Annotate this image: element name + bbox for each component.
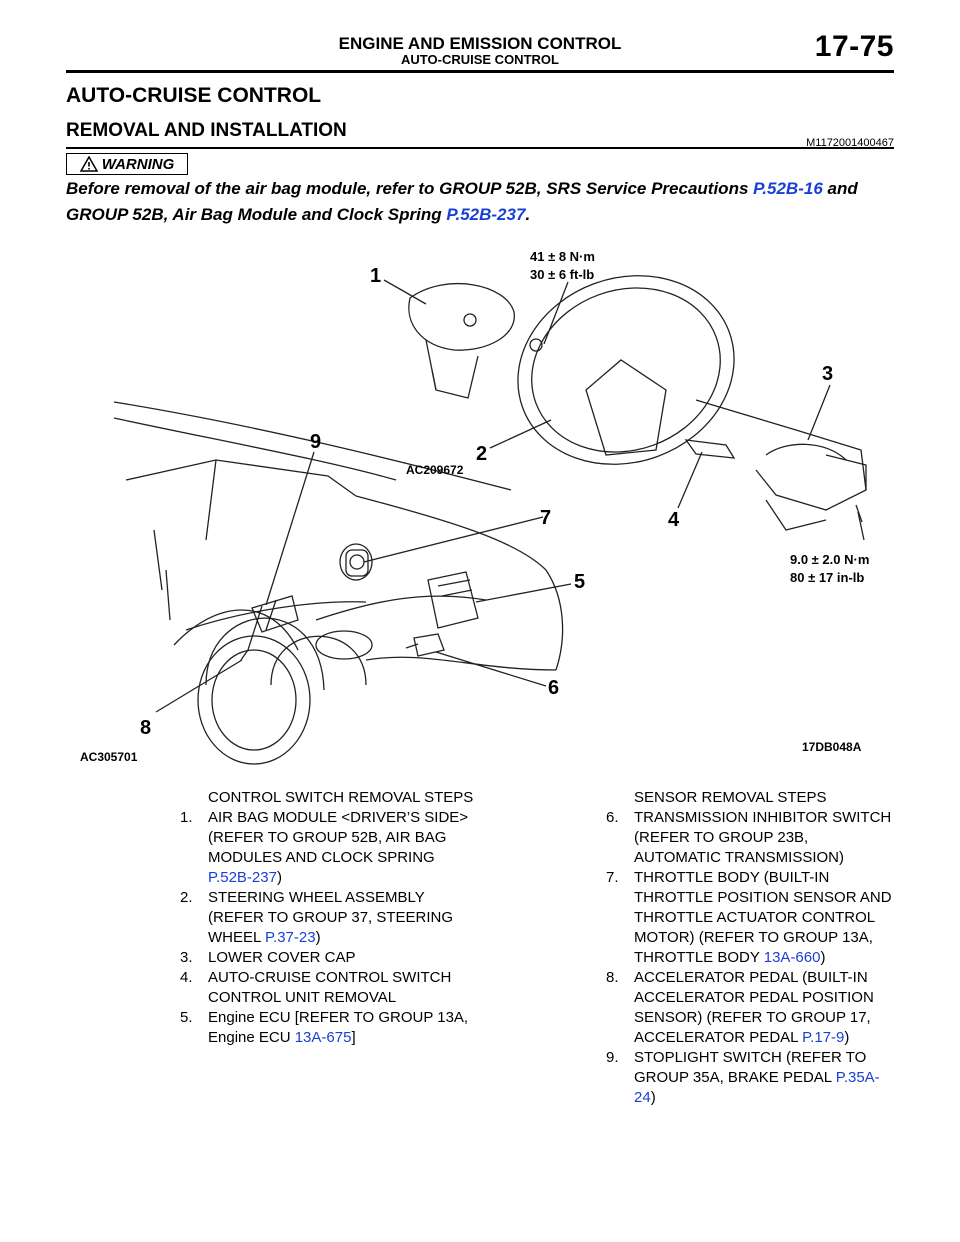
- list-item-link[interactable]: P.52B-237: [208, 869, 277, 886]
- list-item-number: 9.: [606, 1049, 619, 1066]
- list-item-link[interactable]: 13A-660: [763, 949, 821, 966]
- list-item: 4. AUTO-CRUISE CONTROL SWITCH: [180, 968, 480, 988]
- section-subtitle: REMOVAL AND INSTALLATION: [66, 120, 347, 141]
- reference-code-outer: AC305701: [80, 750, 138, 764]
- group-title-sensor: SENSOR REMOVAL STEPS: [634, 789, 827, 806]
- list-item-label: STOPLIGHT SWITCH (REFER TO GROUP 35A, BR…: [634, 1049, 867, 1086]
- list-item-link[interactable]: 13A-675: [294, 1029, 352, 1046]
- list-item-label: STEERING WHEEL ASSEMBLY (REFER TO GROUP …: [208, 889, 454, 946]
- list-item: 9. STOPLIGHT SWITCH (REFER TO GROUP 35A,…: [606, 1048, 896, 1108]
- list-item-link[interactable]: P.17-9: [802, 1029, 845, 1046]
- throttle-body: [339, 543, 373, 581]
- group-title-control-switch: CONTROL SWITCH REMOVAL STEPS: [208, 789, 474, 806]
- list-item-number: 3.: [180, 949, 193, 966]
- pedal-assembly: [240, 595, 299, 661]
- callout-number: 2: [476, 443, 487, 465]
- header-sub-title: AUTO-CRUISE CONTROL: [401, 52, 559, 67]
- engine-ecu: [427, 571, 479, 629]
- callout-number: 1: [370, 265, 381, 287]
- callout-number: 9: [310, 431, 321, 453]
- reference-code-inner: AC209672: [406, 463, 464, 477]
- warning-text: Before removal of the air bag module, re…: [66, 176, 886, 228]
- list-item-tail: ): [844, 1029, 850, 1046]
- list-item: 6. TRANSMISSION INHIBITOR SWITCH (REFER …: [606, 808, 896, 868]
- vehicle-outline: [113, 401, 564, 765]
- removal-steps-right: SENSOR REMOVAL STEPS 6. TRANSMISSION INH…: [606, 788, 896, 1108]
- list-item-tail: ): [315, 929, 321, 946]
- list-item-text: STOPLIGHT SWITCH (REFER TO GROUP 35A, BR…: [634, 1048, 896, 1108]
- list-item-number: 8.: [606, 969, 619, 986]
- header-main-title: ENGINE AND EMISSION CONTROL: [338, 34, 622, 53]
- list-item-number: 7.: [606, 869, 619, 886]
- figure-code: 17DB048A: [802, 740, 862, 754]
- list-item-label: AUTO-CRUISE CONTROL SWITCH: [208, 969, 452, 986]
- air-bag-module: [408, 283, 515, 399]
- warning-badge: WARNING: [66, 153, 188, 175]
- list-item-tail: ]: [351, 1029, 356, 1046]
- list-item: 3. LOWER COVER CAP: [180, 948, 480, 968]
- list-item: 7. THROTTLE BODY (BUILT-IN THROTTLE POSI…: [606, 868, 896, 968]
- list-item-label: LOWER COVER CAP: [208, 949, 356, 966]
- list-item-label: Engine ECU [REFER TO GROUP 13A, Engine E…: [208, 1009, 469, 1046]
- warning-link-airbag-module[interactable]: P.52B-237: [446, 205, 526, 224]
- removal-steps-left: CONTROL SWITCH REMOVAL STEPS 1. AIR BAG …: [180, 788, 480, 1048]
- page-number: 17-75: [814, 30, 894, 63]
- warning-link-srs-precautions[interactable]: P.52B-16: [753, 179, 823, 198]
- list-item: 1. AIR BAG MODULE <DRIVER’S SIDE> (REFER…: [180, 808, 480, 888]
- list-item: 8. ACCELERATOR PEDAL (BUILT-IN ACCELERAT…: [606, 968, 896, 1048]
- torque-bottom-line2: 80 ± 17 in-lb: [790, 570, 864, 585]
- steering-column-assembly: [684, 399, 867, 531]
- inhibitor-switch: [405, 633, 445, 657]
- torque-top-line1: 41 ± 8 N·m: [530, 249, 595, 264]
- list-item-number: 1.: [180, 809, 193, 826]
- callout-number: 7: [540, 507, 551, 529]
- list-item: 2. STEERING WHEEL ASSEMBLY (REFER TO GRO…: [180, 888, 480, 948]
- list-item-number: 6.: [606, 809, 619, 826]
- section-title: AUTO-CRUISE CONTROL: [66, 84, 322, 107]
- list-item-link[interactable]: P.37-23: [264, 929, 316, 946]
- warning-text-part: Before removal of the air bag module, re…: [66, 179, 754, 198]
- list-item-label: THROTTLE BODY (BUILT-IN THROTTLE POSITIO…: [634, 869, 892, 966]
- list-item-label: AIR BAG MODULE <DRIVER’S SIDE> (REFER TO…: [208, 809, 469, 866]
- document-id: M1172001400467: [806, 137, 894, 149]
- callout-number: 5: [574, 571, 585, 593]
- warning-label: WARNING: [101, 155, 175, 173]
- callout-number: 4: [668, 509, 680, 531]
- list-item: 5. Engine ECU [REFER TO GROUP 13A, Engin…: [180, 1008, 480, 1048]
- list-item-link[interactable]: P.35A-24: [634, 1069, 880, 1106]
- list-item-text: Engine ECU [REFER TO GROUP 13A, Engine E…: [208, 1008, 480, 1048]
- warning-triangle-icon: [79, 156, 98, 172]
- list-item-text: ACCELERATOR PEDAL (BUILT-IN ACCELERATOR …: [634, 968, 896, 1048]
- list-item-tail: ): [820, 949, 826, 966]
- list-item-number: 5.: [180, 1009, 193, 1026]
- torque-bottom-line1: 9.0 ± 2.0 N·m: [790, 552, 869, 567]
- callout-number: 8: [140, 717, 151, 739]
- callout-number: 6: [548, 677, 559, 699]
- list-item-text: THROTTLE BODY (BUILT-IN THROTTLE POSITIO…: [634, 868, 896, 968]
- list-item-label: ACCELERATOR PEDAL (BUILT-IN ACCELERATOR …: [634, 969, 874, 1046]
- list-item-text: AIR BAG MODULE <DRIVER’S SIDE> (REFER TO…: [208, 808, 480, 888]
- list-item-number: 4.: [180, 969, 193, 986]
- steering-wheel: [517, 275, 735, 465]
- warning-text-part: .: [525, 205, 531, 224]
- subtitle-rule: [66, 147, 894, 149]
- list-item-number: 2.: [180, 889, 193, 906]
- list-item-text: STEERING WHEEL ASSEMBLY (REFER TO GROUP …: [208, 888, 480, 948]
- callout-number: 3: [822, 363, 833, 385]
- group-title-control-unit: CONTROL UNIT REMOVAL: [208, 989, 397, 1006]
- torque-top-line2: 30 ± 6 ft-lb: [530, 267, 594, 282]
- list-item-tail: ): [650, 1089, 656, 1106]
- component-location-diagram: 1 2 3 4 5 6 7 8 9 41 ± 8 N·m 30 ± 6 ft-l…: [80, 249, 869, 765]
- warning-text-part: and GROUP 52B, Air Bag Module and Clock …: [66, 179, 858, 224]
- list-item-label: TRANSMISSION INHIBITOR SWITCH (REFER TO …: [634, 809, 892, 866]
- list-item-tail: ): [276, 869, 282, 886]
- header-rule: [66, 70, 894, 73]
